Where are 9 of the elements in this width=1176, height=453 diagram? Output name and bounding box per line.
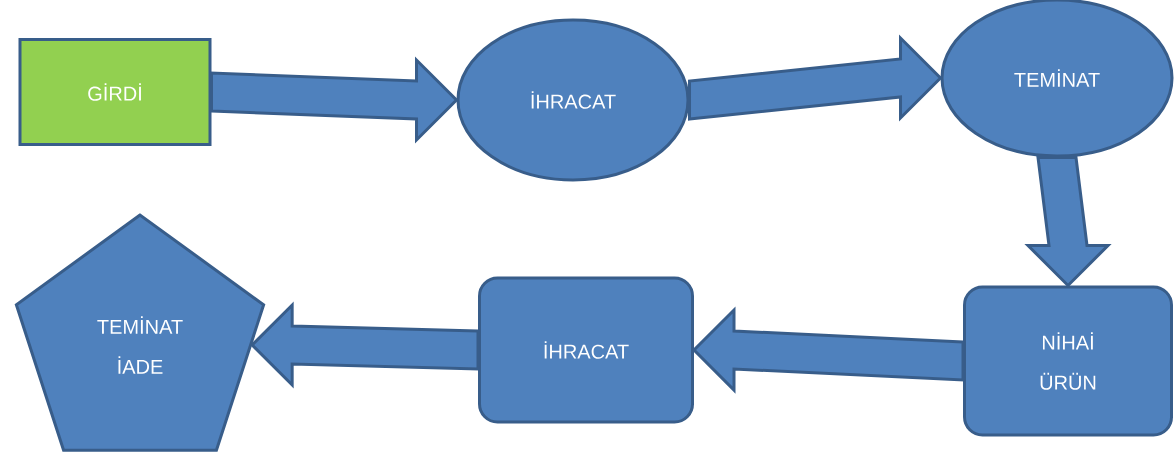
block-arrow bbox=[210, 56, 459, 144]
block-arrow bbox=[1024, 156, 1112, 288]
input-box: GİRDİ bbox=[18, 38, 212, 146]
process-box: İHRACAT bbox=[478, 276, 694, 424]
block-arrow bbox=[688, 34, 943, 122]
end-pentagon: TEMİNAT İADE bbox=[14, 213, 266, 452]
block-arrow bbox=[691, 306, 965, 394]
process-box: NİHAİ ÜRÜN bbox=[963, 285, 1173, 437]
block-arrow bbox=[250, 301, 480, 389]
